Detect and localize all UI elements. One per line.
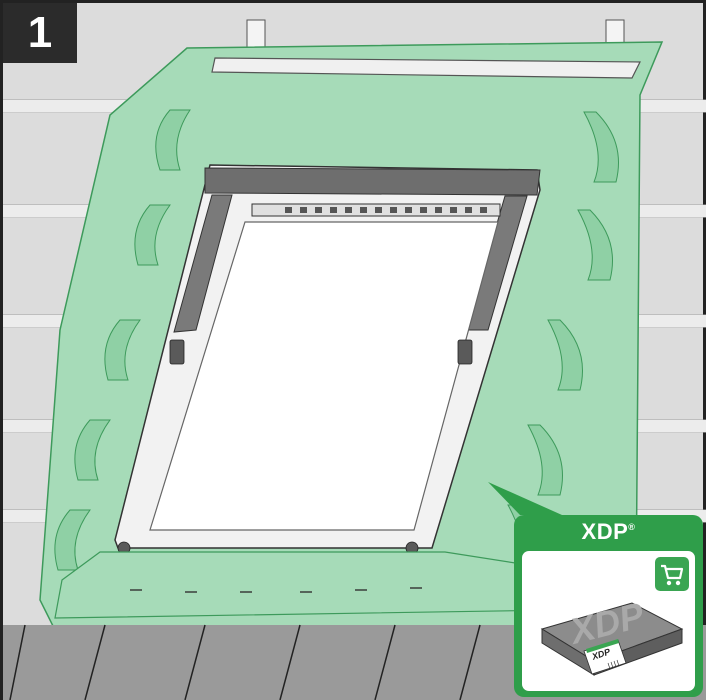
- registered-mark: ®: [628, 522, 636, 532]
- membrane-dashes: [130, 587, 422, 593]
- ventilation-slots: [285, 207, 487, 213]
- callout-pointer: [488, 482, 562, 515]
- window-glass-pane: [149, 221, 499, 531]
- add-to-cart-button[interactable]: [655, 557, 689, 591]
- product-image-panel: XDP XDP: [522, 551, 695, 691]
- window-hinges: [117, 339, 473, 555]
- step-number-badge: 1: [3, 3, 77, 63]
- top-frame-flashing: [204, 167, 541, 196]
- product-callout: XDP® XDP XDP: [514, 515, 703, 697]
- drainage-gutter: [211, 57, 641, 79]
- bottom-membrane-apron: [54, 551, 561, 619]
- product-name: XDP: [581, 519, 629, 544]
- step-number: 1: [27, 8, 53, 57]
- product-title: XDP®: [514, 519, 703, 545]
- left-frame-flashing: [173, 194, 233, 333]
- package-barcode: [607, 659, 620, 670]
- product-package-image: XDP XDP: [540, 594, 684, 676]
- shopping-cart-icon: [661, 564, 684, 586]
- membrane-folds-left: [54, 109, 191, 571]
